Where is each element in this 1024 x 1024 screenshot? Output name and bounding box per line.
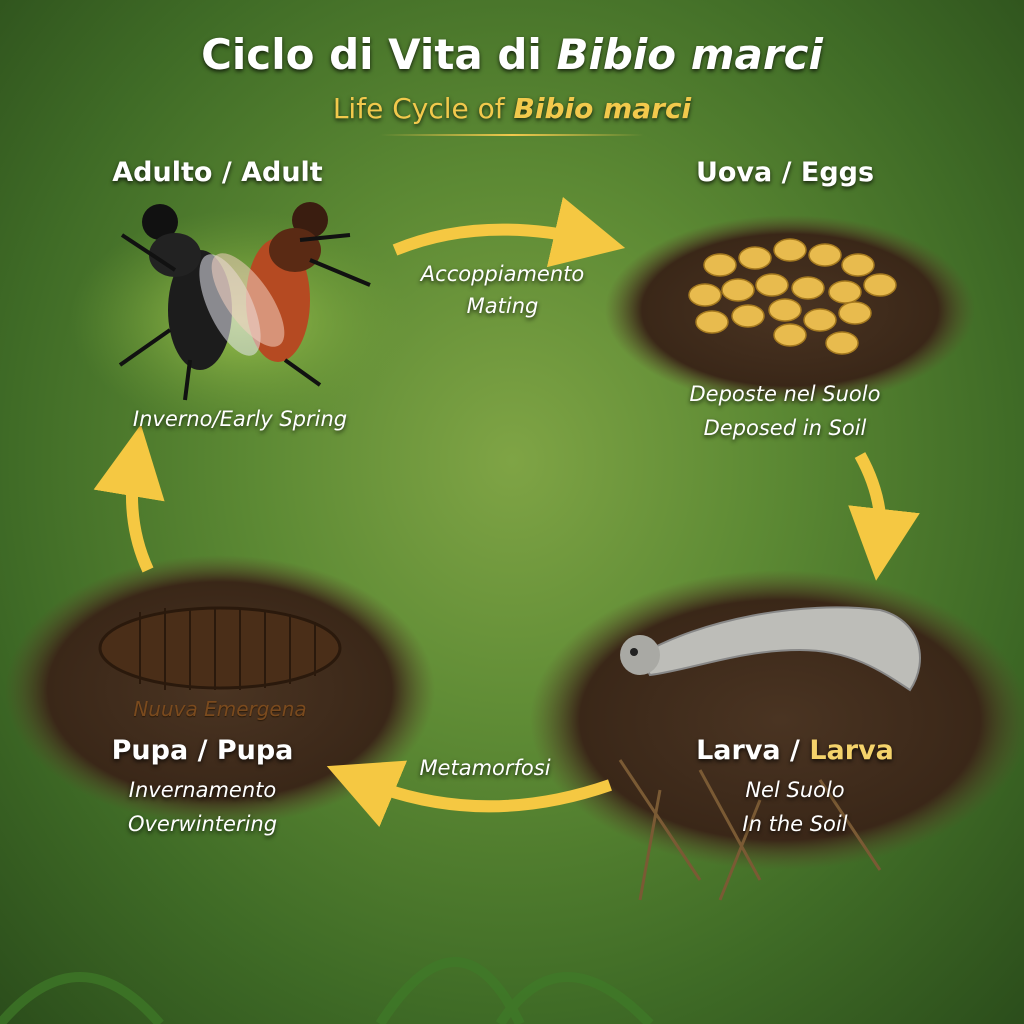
pupa-note-en: Overwintering <box>127 812 278 836</box>
title-divider <box>380 134 644 136</box>
adult-heading: Adulto / Adult <box>112 157 323 188</box>
arrow-larva-to-pupa <box>326 760 612 828</box>
larva-note-it: Nel Suolo <box>745 778 845 802</box>
eggs-note-en: Deposed in Soil <box>703 416 867 440</box>
foreground-grass <box>0 957 654 1024</box>
larva-note-en: In the Soil <box>742 812 848 836</box>
arrow-eggs-to-larva <box>848 452 920 581</box>
adult-flies-icon <box>118 202 371 401</box>
mating-label-en: Mating <box>466 294 539 318</box>
page-title: Ciclo di Vita di Bibio marci <box>201 30 823 79</box>
adult-note: Inverno/Early Spring <box>132 407 348 431</box>
eggs-cluster-icon <box>688 238 897 355</box>
pupa-note-it: Invernamento <box>128 778 277 802</box>
arrow-adult-to-eggs <box>392 196 626 268</box>
mating-label-it: Accoppiamento <box>420 262 585 286</box>
arrow-pupa-to-adult <box>93 424 165 573</box>
pupa-soil-label: Nuuva Emergena <box>133 697 307 721</box>
eggs-heading: Uova / Eggs <box>695 157 875 188</box>
roots <box>618 759 882 901</box>
pupa-icon <box>98 606 342 690</box>
pupa-heading: Pupa / Pupa <box>111 735 294 766</box>
page-subtitle: Life Cycle of Bibio marci <box>332 92 692 125</box>
larva-heading: Larva / Larva <box>696 735 894 766</box>
metamorphosis-label: Metamorfosi <box>419 756 551 780</box>
pupa-soil-mound <box>5 555 435 825</box>
eggs-note-it: Deposte nel Suolo <box>689 382 881 406</box>
larva-grub-icon <box>620 606 921 692</box>
